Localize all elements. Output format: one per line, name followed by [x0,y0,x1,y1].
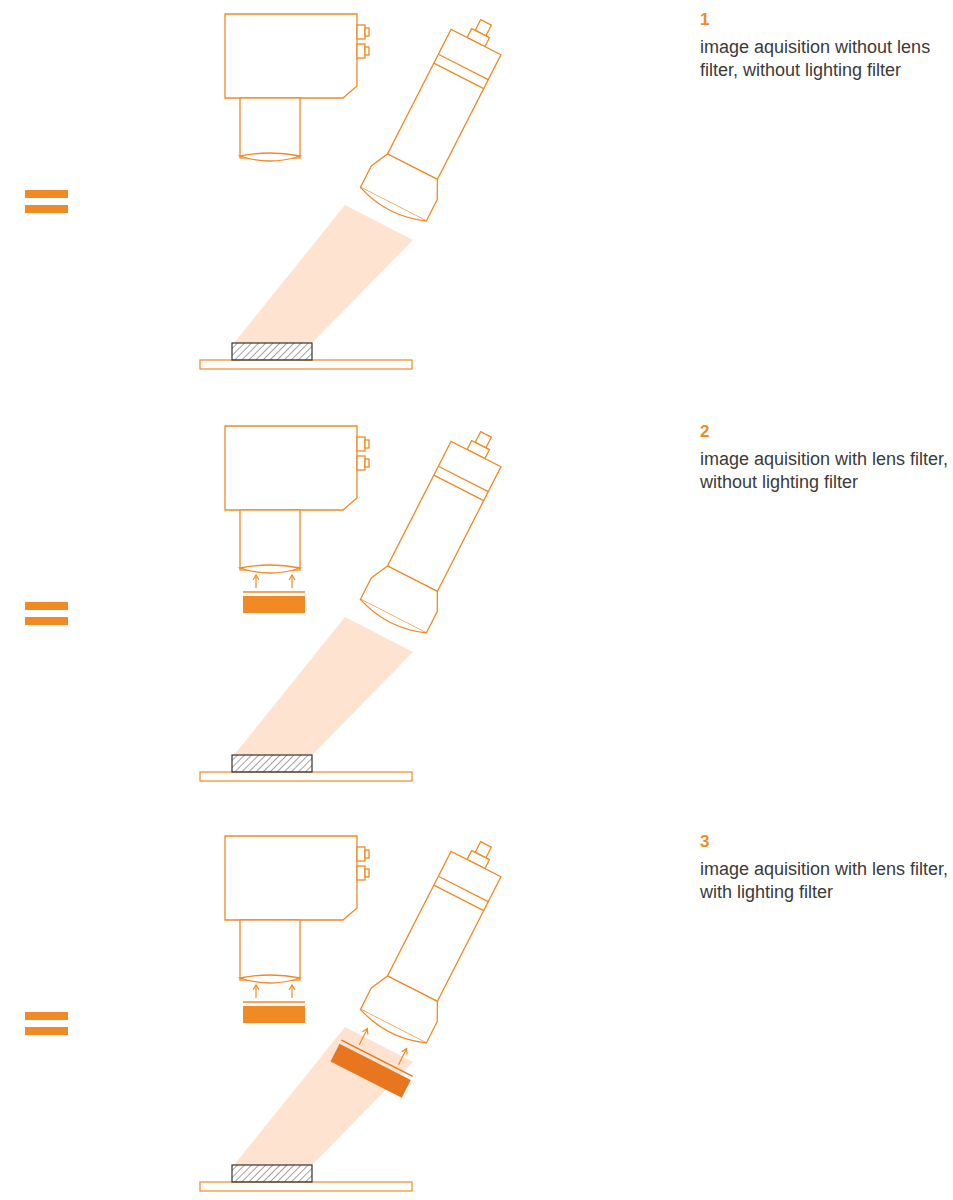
camera [225,14,369,161]
step-number: 3 [700,832,709,852]
base-plate [200,1182,412,1191]
equals-bar [25,205,68,213]
equals-bar [25,190,68,198]
step-description: image aquisition with lens filter, with … [700,858,953,904]
step-description: image aquisition with lens filter, witho… [700,448,953,494]
base-plate [200,772,412,781]
equals-bar [25,1012,68,1020]
ring-light [357,6,519,228]
sample [232,1165,312,1182]
setup-illustration [25,6,519,369]
light-beam [234,1027,413,1165]
step-number: 2 [700,422,709,442]
setup-illustration [25,828,519,1191]
sample [232,755,312,772]
equals-bar [25,602,68,610]
setup-illustration [25,418,519,781]
ring-light [357,418,519,640]
equals-bar [25,617,68,625]
equals-bar [25,1027,68,1035]
camera [225,426,369,573]
ring-light [357,828,519,1050]
camera [225,836,369,983]
light-beam [234,617,413,755]
sample [232,343,312,360]
lens-filter [243,575,305,613]
light-beam [234,205,413,343]
base-plate [200,360,412,369]
step-number: 1 [700,10,709,30]
step-description: image aquisition without lens filter, wi… [700,36,953,82]
lighting-filter [330,1020,422,1097]
lens-filter [243,985,305,1023]
